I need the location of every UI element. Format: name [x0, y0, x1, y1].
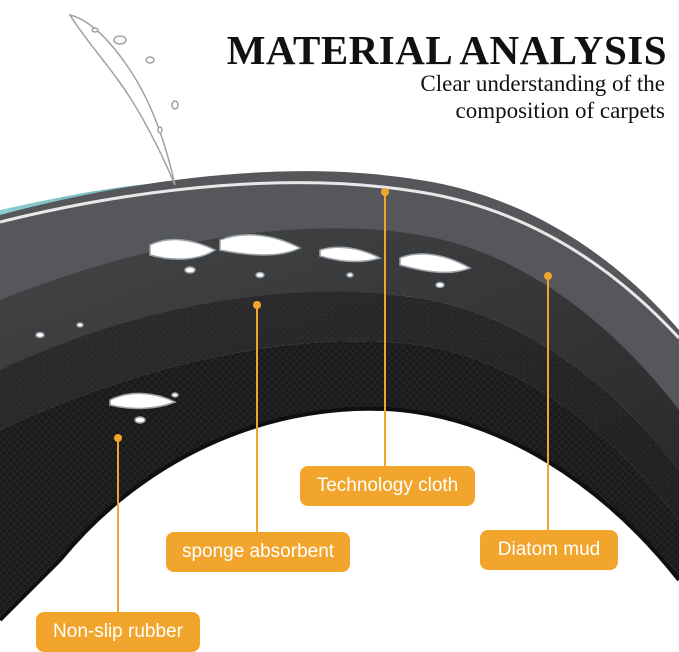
rubber-bottom-edge [0, 406, 679, 622]
dot-non-slip-rubber [114, 434, 122, 442]
leader-dots [114, 188, 552, 442]
non-slip-rubber-label: Non-slip rubber [36, 612, 200, 652]
dot-technology-cloth [381, 188, 389, 196]
dot-sponge-absorbent [253, 301, 261, 309]
leader-lines [117, 192, 549, 612]
sponge-absorbent-label: sponge absorbent [166, 532, 350, 572]
page-title: MATERIAL ANALYSIS [226, 27, 667, 73]
sponge-shade [0, 291, 679, 520]
diatom-mud-label: Diatom mud [480, 530, 618, 570]
page-subtitle: Clear understanding of the composition o… [345, 70, 665, 124]
water-splash [35, 13, 472, 424]
technology-cloth-layer [0, 228, 679, 470]
dot-diatom-mud [544, 272, 552, 280]
subtitle-line-2: composition of carpets [455, 98, 665, 123]
technology-cloth-label: Technology cloth [300, 466, 475, 506]
diatom-mud-highlight [0, 181, 679, 340]
diatom-mud-layer [0, 171, 679, 420]
non-slip-rubber-layer [0, 341, 679, 620]
subtitle-line-1: Clear understanding of the [420, 71, 665, 96]
